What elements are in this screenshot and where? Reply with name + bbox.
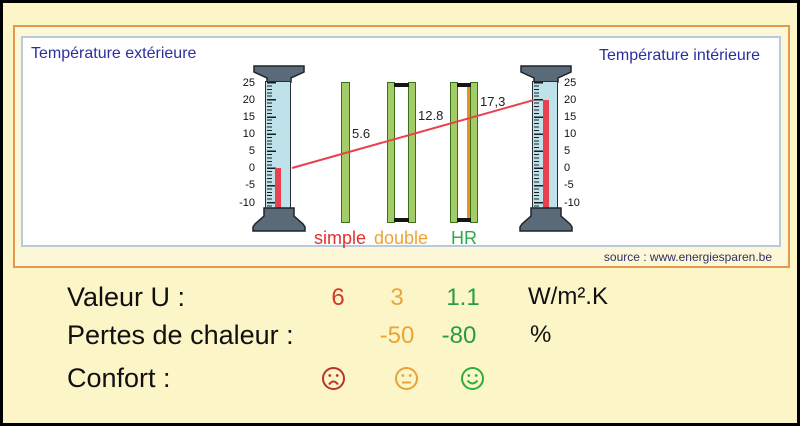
scale-tick-label: -5 [564,179,574,191]
exterior-thermometer-base-icon [252,207,306,232]
u-value-hr: 1.1 [446,284,480,311]
happy-face-icon [461,367,484,390]
interior-thermometer-cap-icon [520,65,572,83]
interior-thermometer-minor-ticks [534,82,539,207]
scale-tick-label: 0 [564,162,571,174]
hr-coating-layer [467,86,470,219]
simple-surface-temp: 5.6 [352,126,371,141]
heat-loss-unit: % [530,321,552,348]
scale-tick-label: -10 [564,197,580,209]
scale-tick-label: 25 [564,77,577,89]
double-surface-temp: 12.8 [418,108,444,123]
heat-loss-double: -50 [379,322,415,349]
hr-surface-temp: 17,3 [480,94,506,109]
hr-top-spacer [457,83,471,87]
double-inner-glass [408,82,416,223]
diagram-panel [21,36,781,247]
scale-tick-label: 20 [564,94,577,106]
u-value-simple: 6 [331,284,345,311]
scale-tick-label: 10 [242,128,255,140]
double-outer-glass [387,82,395,223]
u-value-unit: W/m².K [528,283,608,310]
scale-tick-label: 10 [564,128,577,140]
scale-tick-label: 15 [564,111,577,123]
interior-mercury-column [543,100,549,208]
neutral-face-icon [395,367,418,390]
hr-inner-glass [470,82,478,223]
interior-temperature-title: Température intérieure [599,47,760,64]
scale-tick-label: -10 [239,197,255,209]
hr-glazing-label: HR [451,228,477,248]
double-glazing-label: double [373,228,429,248]
source-credit: source : www.energiesparen.be [603,250,772,264]
simple-glazing-label: simple [313,228,366,248]
scale-tick-label: 25 [242,77,255,89]
u-value-double: 3 [390,284,404,311]
heat-loss-hr: -80 [441,322,477,349]
hr-bottom-spacer [457,218,471,222]
hr-glazing-pane [450,82,478,223]
u-value-row-label: Valeur U : [67,282,186,312]
exterior-mercury-column [275,168,281,208]
double-glazing-pane [387,82,416,223]
scale-tick-label: -5 [245,179,255,191]
exterior-temperature-title: Température extérieure [31,45,197,62]
sad-face-icon [322,367,345,390]
heat-loss-row-label: Pertes de chaleur : [67,320,294,350]
scale-tick-label: 20 [242,94,255,106]
scale-tick-label: 5 [248,145,255,157]
comfort-row-label: Confort : [67,363,171,393]
scale-tick-label: 15 [242,111,255,123]
interior-thermometer-base-icon [519,207,573,232]
hr-outer-glass [450,82,458,223]
double-bottom-spacer [394,218,409,222]
exterior-thermometer-cap-icon [253,65,305,83]
scale-tick-label: 0 [248,162,255,174]
exterior-thermometer-minor-ticks [267,82,272,207]
scale-tick-label: 5 [564,145,571,157]
double-top-spacer [394,83,409,87]
